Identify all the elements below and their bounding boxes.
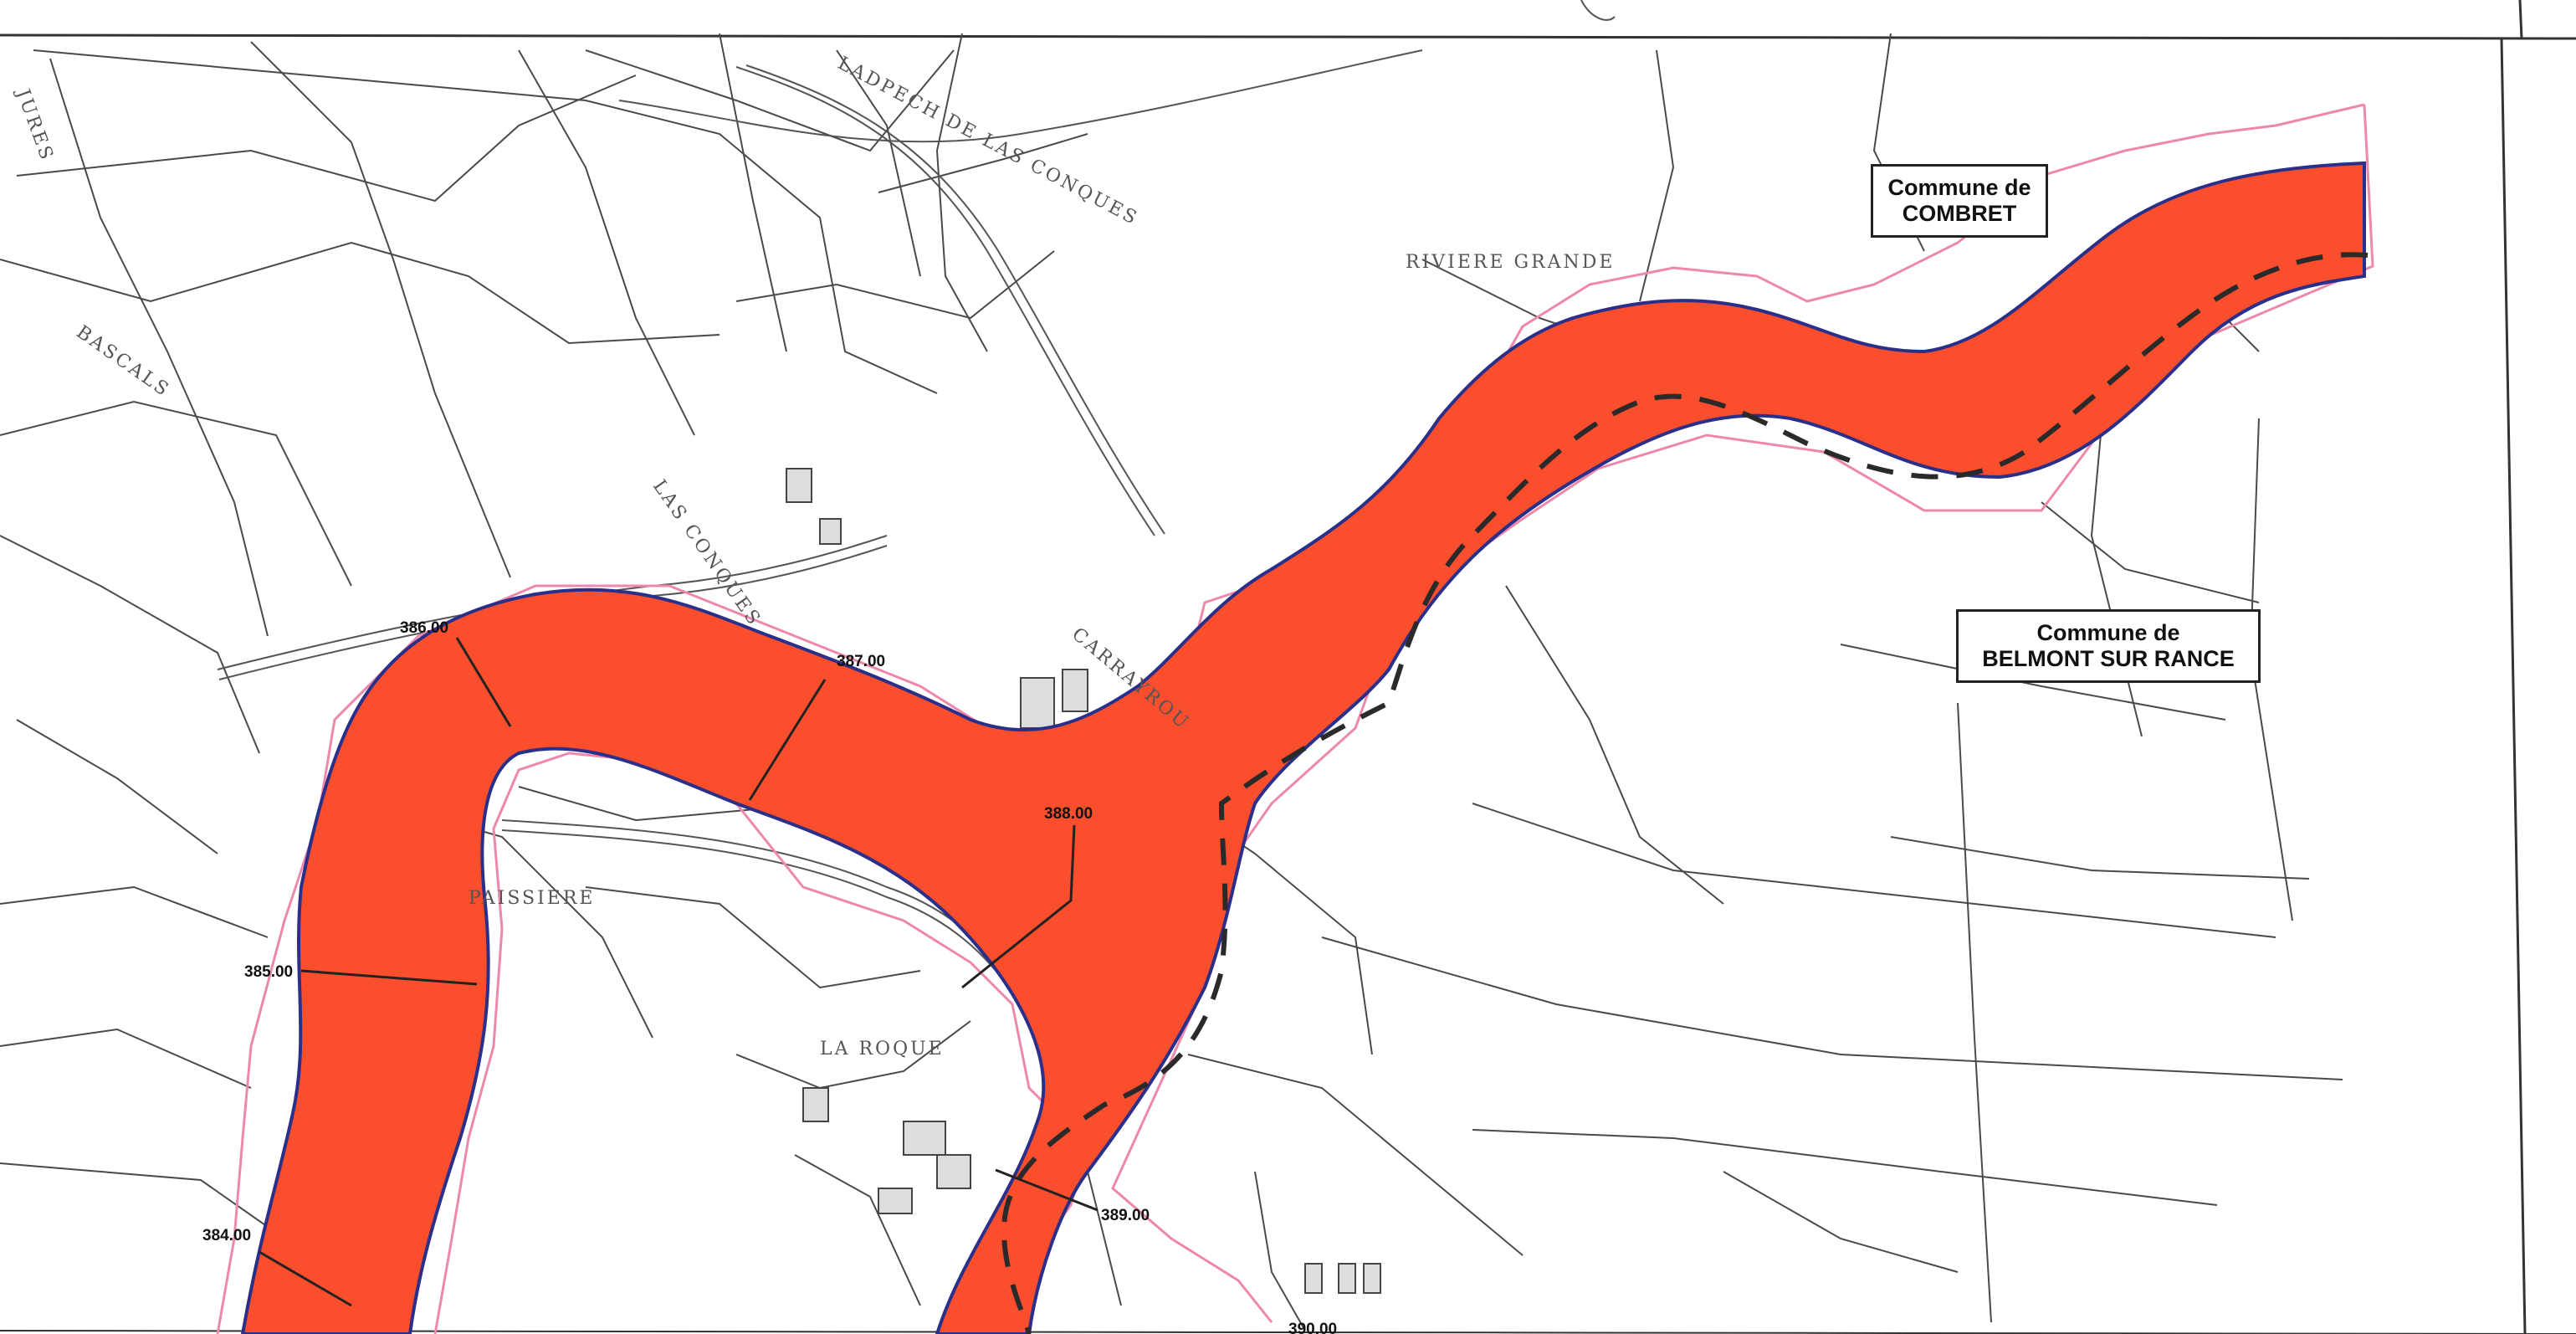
elevation-label-390: 390.00 [1288, 1321, 1337, 1334]
profile-line-389 [995, 1168, 1099, 1212]
commune-combret-line2: COMBRET [1902, 201, 2017, 226]
commune-label-combret: Commune de COMBRET [1871, 164, 2048, 238]
elevation-label-386: 386.00 [400, 619, 448, 637]
commune-belmont-line1: Commune de [2036, 620, 2180, 645]
elevation-label-387: 387.00 [837, 653, 885, 670]
title-block-curve [1580, 0, 1616, 21]
elevation-label-384: 384.00 [202, 1227, 251, 1244]
commune-combret-line1: Commune de [1887, 175, 2031, 200]
place-paissiere: PAISSIERE [469, 888, 596, 909]
cross-sections [259, 637, 1099, 1307]
river-thalweg [1001, 252, 2369, 1334]
commune-label-belmont: Commune de BELMONT SUR RANCE [1956, 609, 2261, 683]
profile-line-384 [259, 1250, 352, 1307]
profile-line-385 [300, 969, 478, 986]
profile-line-388 [961, 824, 1076, 989]
place-riviere: RIVIERE GRANDE [1406, 252, 1615, 273]
profile-line-387 [748, 679, 827, 801]
elevation-labels: 384.00 385.00 386.00 387.00 388.00 389.0… [202, 619, 1337, 1334]
cadastral-parcels [0, 33, 2343, 1331]
profile-line-386 [455, 637, 512, 727]
commune-belmont-line2: BELMONT SUR RANCE [1982, 646, 2235, 671]
elevation-label-388: 388.00 [1044, 805, 1093, 823]
buildings [786, 468, 1381, 1294]
elevation-label-385: 385.00 [244, 963, 293, 981]
place-la-roque: LA ROQUE [820, 1039, 945, 1060]
elevation-label-389: 389.00 [1101, 1207, 1150, 1224]
